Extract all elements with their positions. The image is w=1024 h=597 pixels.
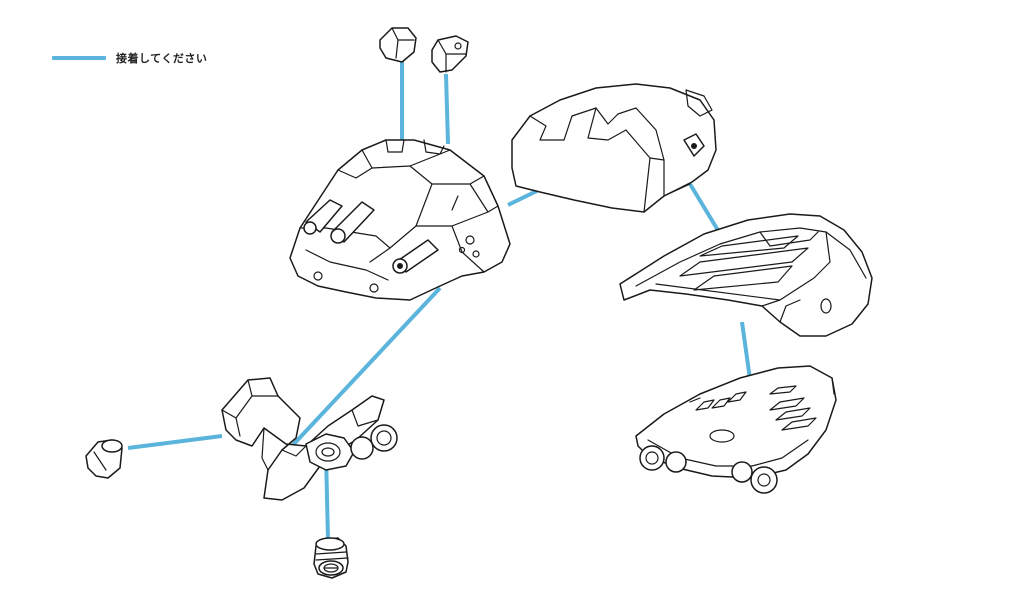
glue-line-tab-right: [444, 73, 450, 145]
legend-glue-line-swatch: [52, 56, 106, 60]
legend-label: 接着してください: [116, 52, 208, 65]
claw-bracket: [221, 377, 398, 501]
threaded-peg-bottom: [313, 537, 349, 579]
base-plate-with-rollers: [635, 365, 837, 494]
tab-right-small: [431, 35, 469, 73]
main-turret-body: [289, 139, 511, 301]
dome-cover: [511, 83, 717, 213]
glue-line-body-to-claw: [290, 286, 442, 448]
tab-left-small: [379, 27, 417, 63]
glue-line-peg-to-claw: [127, 434, 223, 450]
small-peg-left: [85, 439, 123, 479]
legend: 接着してください: [52, 50, 207, 66]
slotted-platform: [619, 213, 873, 337]
